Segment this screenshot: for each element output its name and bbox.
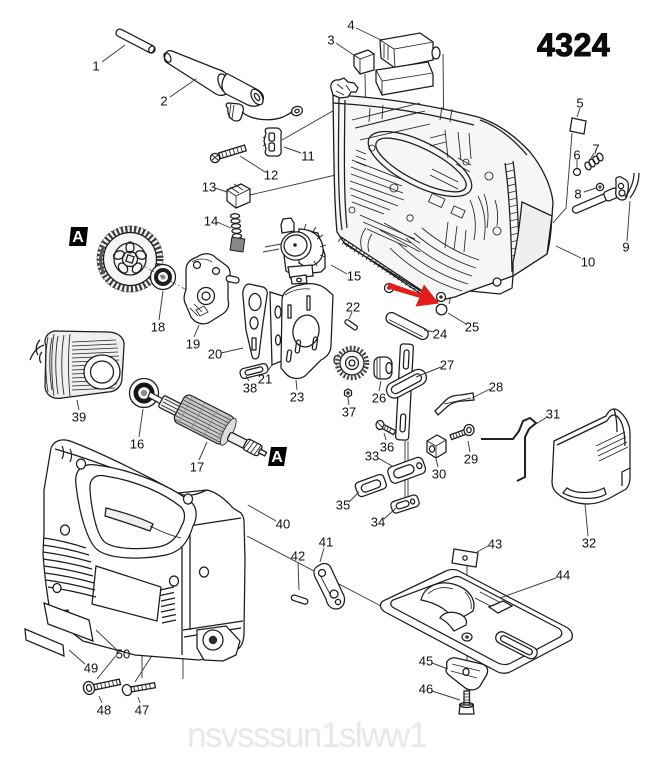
svg-text:4324: 4324 [537,27,610,63]
svg-text:48: 48 [97,703,111,718]
svg-text:A: A [72,229,84,246]
svg-text:31: 31 [546,407,560,422]
svg-text:40: 40 [276,517,290,532]
svg-text:36: 36 [380,440,394,455]
svg-text:1: 1 [92,59,99,74]
svg-text:46: 46 [419,682,433,697]
svg-text:24: 24 [433,327,447,342]
svg-text:16: 16 [130,437,144,452]
svg-text:26: 26 [372,391,386,406]
svg-text:10: 10 [581,255,595,270]
svg-text:15: 15 [347,269,361,284]
svg-text:49: 49 [84,661,98,676]
svg-text:42: 42 [291,549,305,564]
svg-text:29: 29 [464,452,478,467]
svg-text:13: 13 [202,180,216,195]
svg-text:9: 9 [622,240,629,255]
svg-text:A: A [271,449,283,466]
svg-text:34: 34 [371,515,385,530]
svg-text:25: 25 [465,320,479,335]
svg-text:37: 37 [342,405,356,420]
svg-text:27: 27 [440,358,454,373]
svg-text:11: 11 [301,149,315,164]
svg-text:38: 38 [243,381,257,396]
svg-text:18: 18 [151,320,165,335]
svg-text:8: 8 [574,187,581,202]
svg-text:12: 12 [264,168,278,183]
svg-text:17: 17 [190,460,204,475]
svg-text:14: 14 [204,214,218,229]
svg-text:20: 20 [208,347,222,362]
svg-text:44: 44 [556,568,570,583]
svg-text:21: 21 [258,372,272,387]
svg-text:6: 6 [573,148,580,163]
svg-text:3: 3 [327,33,334,48]
svg-text:33: 33 [365,449,379,464]
svg-text:22: 22 [346,300,360,315]
svg-text:2: 2 [160,94,167,109]
svg-text:nsvsssun1slww1: nsvsssun1slww1 [187,716,427,755]
svg-text:35: 35 [336,498,350,513]
svg-text:43: 43 [488,537,502,552]
svg-text:32: 32 [582,536,596,551]
svg-text:28: 28 [489,380,503,395]
svg-text:4: 4 [347,18,354,33]
svg-text:47: 47 [135,703,149,718]
svg-text:30: 30 [432,467,446,482]
svg-text:23: 23 [290,390,304,405]
svg-text:50: 50 [116,647,130,662]
svg-text:19: 19 [186,337,200,352]
svg-text:7: 7 [592,142,599,157]
svg-text:41: 41 [319,535,333,550]
svg-text:45: 45 [419,654,433,669]
svg-text:39: 39 [72,410,86,425]
svg-text:5: 5 [576,96,583,111]
